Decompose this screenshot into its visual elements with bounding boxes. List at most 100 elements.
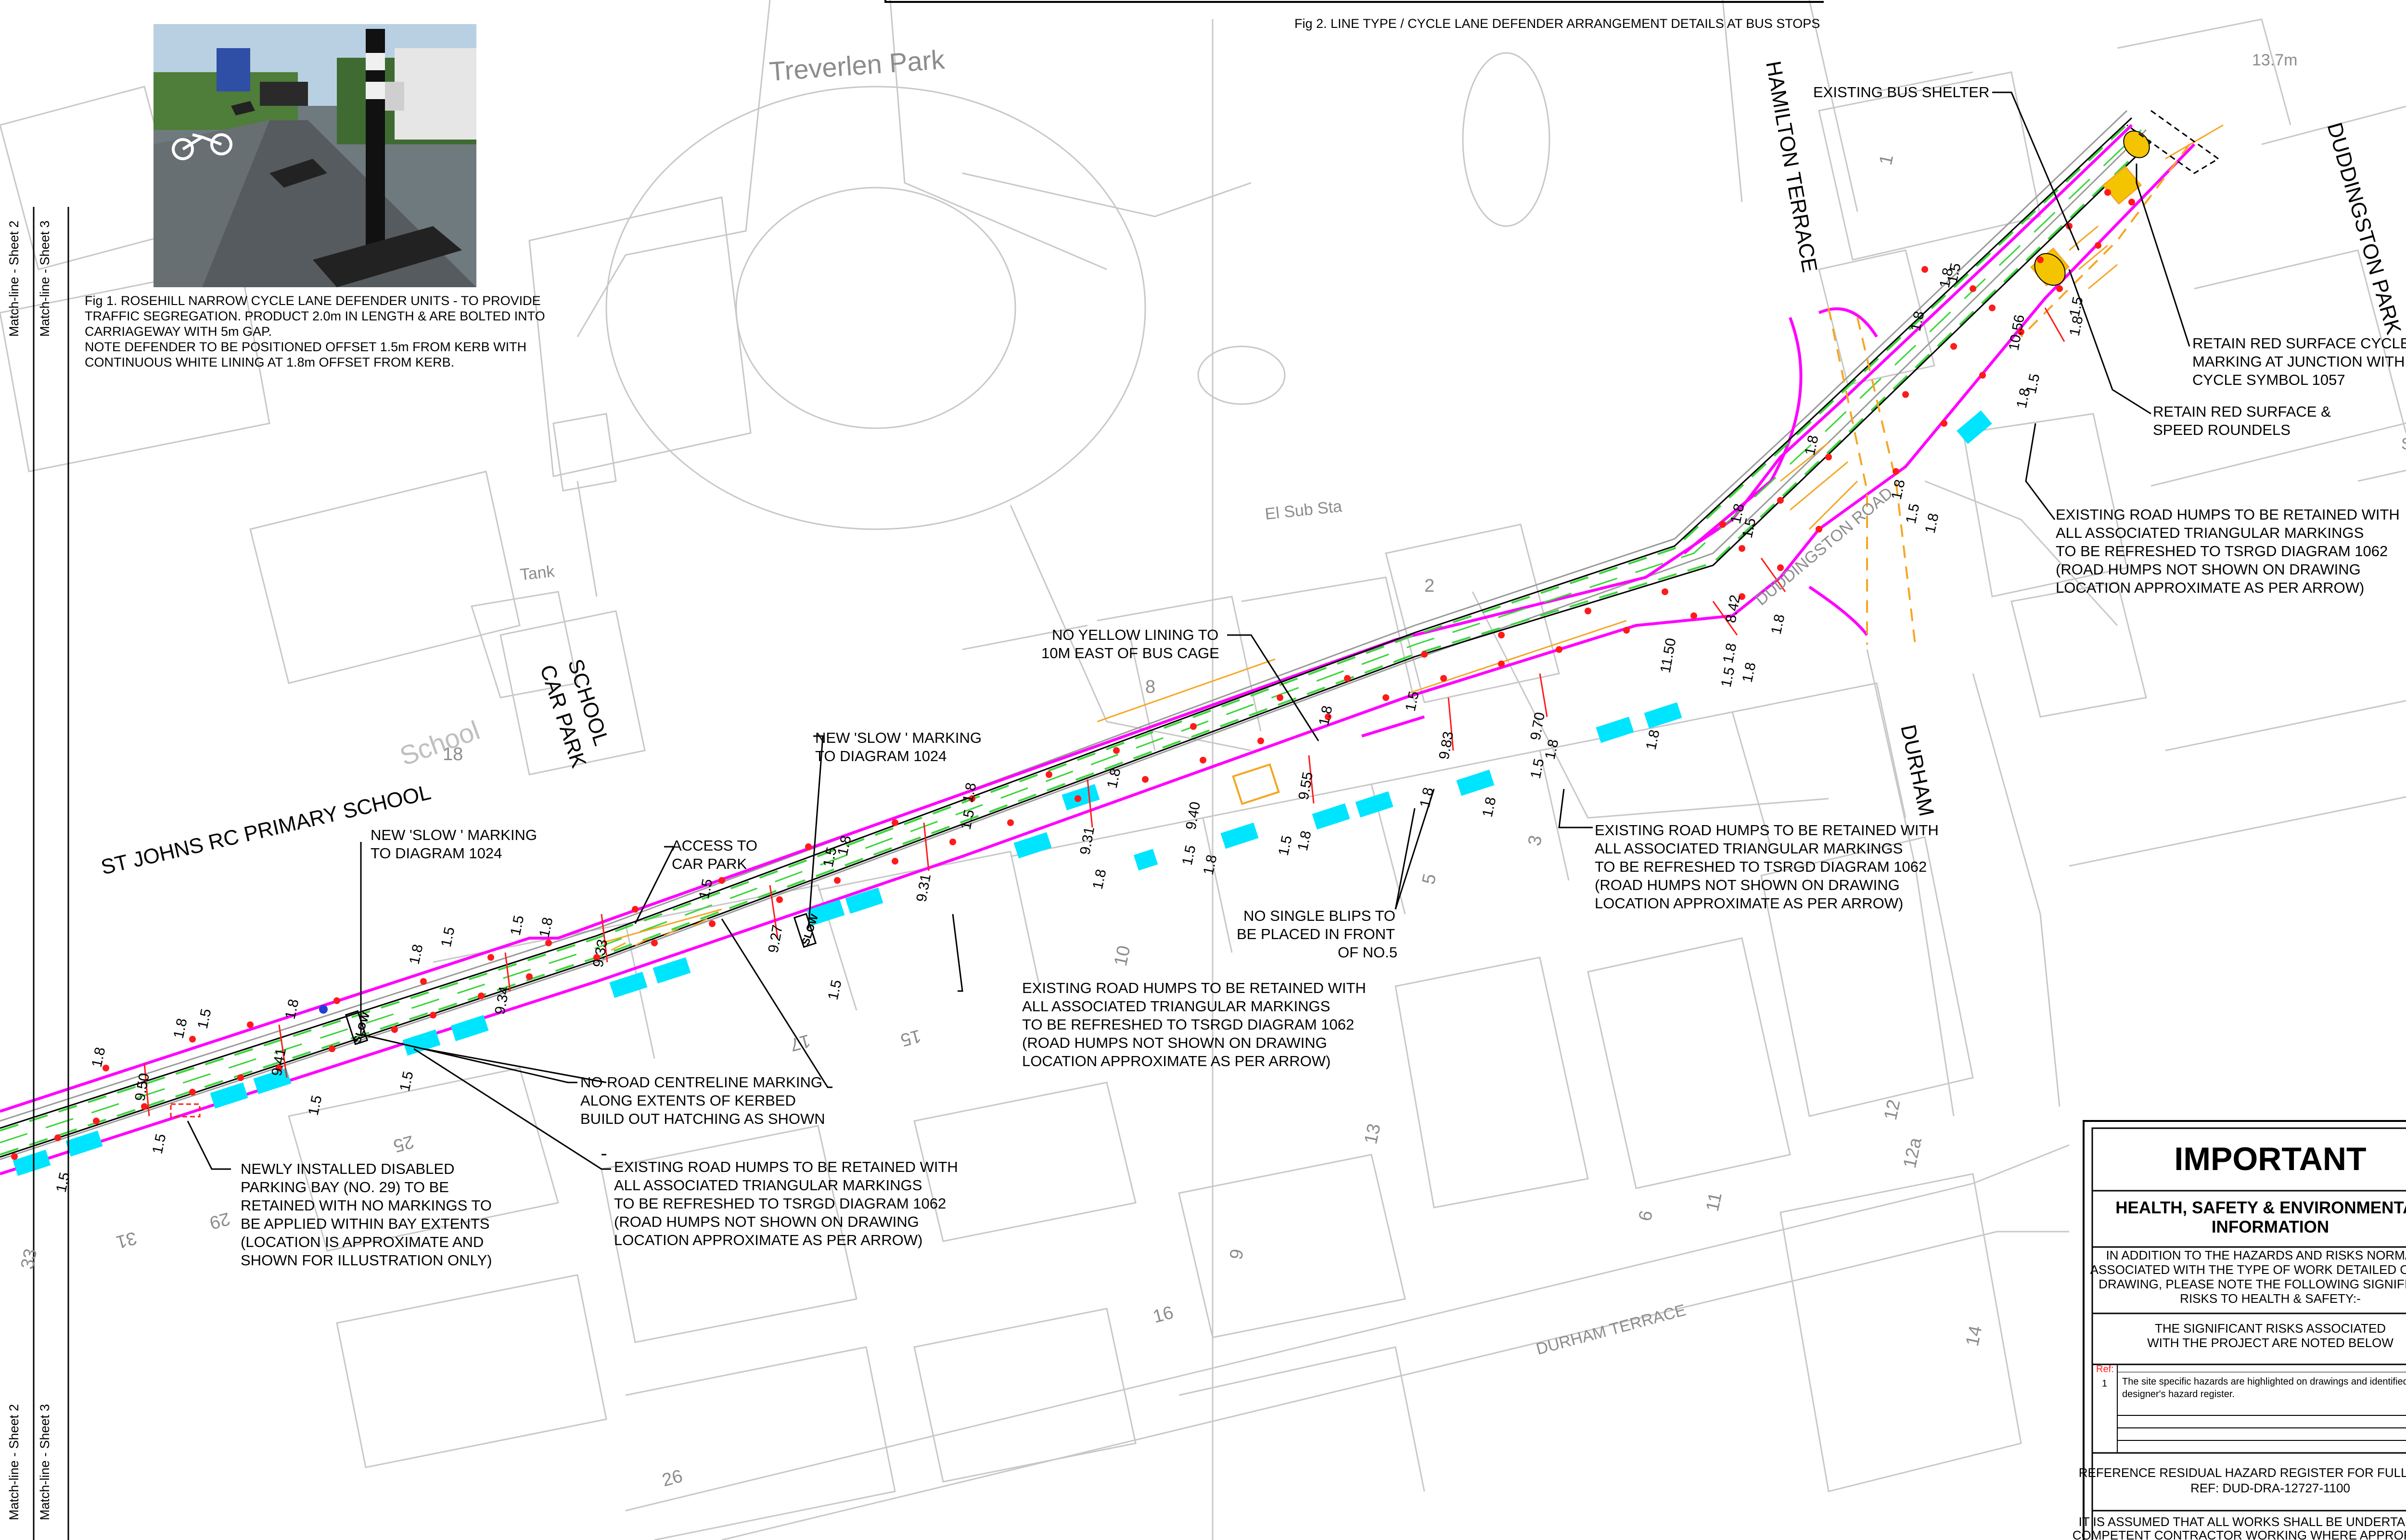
survey-marker xyxy=(141,1103,148,1110)
offset-label: 1.5 xyxy=(306,1094,325,1117)
offset-label: 1.8 xyxy=(282,998,302,1021)
survey-marker xyxy=(2056,285,2063,292)
svg-text:EXISTING ROAD HUMPS TO BE RETA: EXISTING ROAD HUMPS TO BE RETAINED WITH xyxy=(614,1158,958,1175)
offset-label: 1.5 xyxy=(696,878,716,901)
fig1-caption: Fig 1. ROSEHILL NARROW CYCLE LANE DEFEND… xyxy=(85,293,545,369)
survey-marker-blue xyxy=(319,1005,328,1014)
survey-marker xyxy=(1142,776,1149,783)
svg-text:CAR PARK: CAR PARK xyxy=(672,855,747,872)
survey-marker xyxy=(526,973,533,980)
survey-marker xyxy=(805,843,812,850)
offset-label: 1.8 xyxy=(1908,310,1928,333)
svg-text:9.31: 9.31 xyxy=(913,873,934,903)
survey-marker xyxy=(1825,454,1832,460)
street-duddingston-road: DUDDINGSTON ROAD xyxy=(1752,484,1896,610)
svg-text:RISKS TO HEALTH & SAFETY:-: RISKS TO HEALTH & SAFETY:- xyxy=(2180,1291,2361,1306)
place-tank: Tank xyxy=(519,562,556,584)
place-level: 13.7m xyxy=(2252,51,2298,69)
svg-text:LOCATION APPROXIMATE AS PER AR: LOCATION APPROXIMATE AS PER ARROW) xyxy=(614,1232,922,1248)
red-survey-markers xyxy=(11,189,2135,1160)
survey-marker xyxy=(632,906,639,913)
svg-text:IN ADDITION TO THE HAZARDS AND: IN ADDITION TO THE HAZARDS AND RISKS NOR… xyxy=(2106,1248,2406,1262)
survey-marker xyxy=(1970,285,1976,292)
svg-text:10M EAST OF BUS CAGE: 10M EAST OF BUS CAGE xyxy=(1041,645,1219,662)
svg-text:The site specific hazards are: The site specific hazards are highlighte… xyxy=(2122,1376,2406,1387)
offset-label: 1.5 xyxy=(508,914,527,937)
offset-label: 1.5 xyxy=(1718,666,1738,689)
svg-text:ALL ASSOCIATED TRIANGULAR MARK: ALL ASSOCIATED TRIANGULAR MARKINGS xyxy=(1022,998,1330,1015)
svg-text:HEALTH, SAFETY & ENVIRONMENTAL: HEALTH, SAFETY & ENVIRONMENTAL xyxy=(2115,1198,2406,1217)
offset-label: 1.8 xyxy=(1740,661,1759,684)
svg-text:SHOWN FOR ILLUSTRATION ONLY): SHOWN FOR ILLUSTRATION ONLY) xyxy=(241,1252,492,1269)
survey-marker xyxy=(1690,612,1697,619)
survey-marker xyxy=(54,1134,61,1141)
svg-text:NEWLY INSTALLED DISABLED: NEWLY INSTALLED DISABLED xyxy=(241,1160,454,1177)
svg-text:1: 1 xyxy=(1876,153,1897,166)
offset-label: 1.5 xyxy=(1528,757,1548,780)
svg-text:12a: 12a xyxy=(1900,1135,1926,1170)
annotation-bus-shelter: EXISTING BUS SHELTER xyxy=(1813,84,1989,101)
survey-marker xyxy=(1277,694,1283,701)
svg-text:Match-line - Sheet 3: Match-line - Sheet 3 xyxy=(38,220,52,337)
svg-text:RETAINED WITH NO MARKINGS TO: RETAINED WITH NO MARKINGS TO xyxy=(241,1197,492,1214)
survey-marker xyxy=(1075,795,1081,802)
svg-text:33: 33 xyxy=(17,1247,41,1271)
offset-label: 1.5 xyxy=(53,1171,73,1194)
offset-label: 1.8 xyxy=(537,916,556,939)
annotation-humps-ne: EXISTING ROAD HUMPS TO BE RETAINED WITH … xyxy=(2056,506,2400,596)
svg-text:ALONG EXTENTS OF KERBED: ALONG EXTENTS OF KERBED xyxy=(580,1092,796,1109)
svg-text:TRAFFIC SEGREGATION. PRODUCT 2: TRAFFIC SEGREGATION. PRODUCT 2.0m IN LEN… xyxy=(85,309,545,323)
survey-marker xyxy=(1498,661,1505,667)
place-shelter: Shelte xyxy=(2401,435,2406,453)
svg-text:16: 16 xyxy=(1151,1302,1176,1327)
offset-label: 1.8 xyxy=(171,1017,191,1040)
survey-marker xyxy=(2018,329,2024,335)
survey-marker xyxy=(430,1012,436,1018)
survey-marker xyxy=(1950,343,1957,350)
survey-marker xyxy=(1440,675,1447,682)
survey-marker xyxy=(1739,593,1745,600)
svg-text:COMPETENT CONTRACTOR WORKING W: COMPETENT CONTRACTOR WORKING WHERE APPRO… xyxy=(2073,1528,2406,1540)
survey-marker xyxy=(593,954,600,961)
svg-text:8.42: 8.42 xyxy=(1723,594,1743,624)
cycle-lane-defenders xyxy=(13,410,1992,1176)
annotation-access: ACCESS TO CAR PARK xyxy=(672,837,757,872)
survey-marker xyxy=(1325,713,1331,720)
survey-marker xyxy=(1739,545,1745,552)
survey-marker xyxy=(1662,588,1668,595)
survey-marker xyxy=(93,1118,100,1124)
svg-text:26: 26 xyxy=(660,1466,685,1491)
svg-text:3: 3 xyxy=(1524,833,1546,847)
important-panel: IMPORTANT HEALTH, SAFETY & ENVIRONMENTAL… xyxy=(2073,1120,2406,1540)
survey-marker xyxy=(718,877,725,884)
offset-label: 1.5 xyxy=(1903,502,1923,525)
svg-text:MARKING AT JUNCTION WITH: MARKING AT JUNCTION WITH xyxy=(2192,353,2405,370)
svg-text:25: 25 xyxy=(391,1131,416,1156)
survey-marker xyxy=(276,1065,282,1071)
survey-marker xyxy=(1902,391,1909,398)
svg-text:INFORMATION: INFORMATION xyxy=(2212,1218,2329,1236)
svg-text:14: 14 xyxy=(1962,1324,1986,1348)
survey-marker xyxy=(969,795,975,802)
svg-text:LOCATION APPROXIMATE AS PER AR: LOCATION APPROXIMATE AS PER ARROW) xyxy=(1595,895,1903,912)
svg-text:THE SIGNIFICANT RISKS ASSOCIAT: THE SIGNIFICANT RISKS ASSOCIATED xyxy=(2155,1321,2386,1336)
svg-text:NO SINGLE BLIPS TO: NO SINGLE BLIPS TO xyxy=(1243,907,1395,924)
survey-marker xyxy=(478,993,485,999)
svg-text:9.70: 9.70 xyxy=(1527,711,1548,741)
place-el-sub-sta: El Sub Sta xyxy=(1264,497,1343,523)
survey-marker xyxy=(102,1065,109,1071)
annotation-humps-e: EXISTING ROAD HUMPS TO BE RETAINED WITH … xyxy=(1595,822,1939,912)
survey-marker xyxy=(1979,372,1986,379)
svg-text:1: 1 xyxy=(2102,1378,2107,1389)
svg-text:SPEED ROUNDELS: SPEED ROUNDELS xyxy=(2153,421,2291,438)
svg-text:11.50: 11.50 xyxy=(1657,637,1679,674)
svg-text:TO BE REFRESHED TO TSRGD DIAGR: TO BE REFRESHED TO TSRGD DIAGRAM 1062 xyxy=(2056,543,2388,560)
survey-marker xyxy=(776,896,783,903)
svg-text:12: 12 xyxy=(1881,1098,1905,1122)
survey-marker xyxy=(1585,608,1591,614)
annotation-retain-red-cycle: RETAIN RED SURFACE CYCLE MARKING AT JUNC… xyxy=(2192,335,2406,388)
svg-text:8: 8 xyxy=(1145,677,1155,697)
svg-text:18: 18 xyxy=(443,744,463,764)
